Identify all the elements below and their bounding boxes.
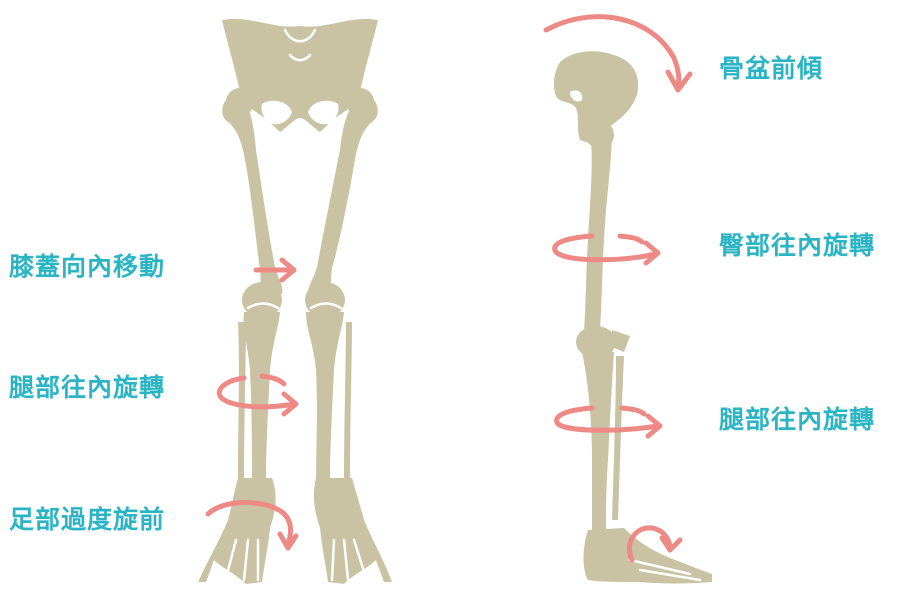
front-right-tibia — [306, 312, 344, 482]
front-right-foot — [314, 478, 392, 584]
side-skeleton — [554, 51, 712, 583]
front-leg-rotation-label: 腿部往內旋轉 — [9, 375, 165, 400]
side-femur — [584, 130, 612, 332]
front-skeleton — [198, 19, 392, 584]
side-leg-rotation-label: 腿部往內旋轉 — [719, 407, 875, 432]
hip-rotation-label: 臀部往內旋轉 — [719, 233, 875, 258]
pelvis-tilt-label: 骨盆前傾 — [719, 56, 823, 81]
side-tibia — [582, 352, 614, 532]
side-foot — [584, 528, 713, 584]
front-left-tibia — [244, 312, 280, 482]
knee-inward-label: 膝蓋向內移動 — [9, 254, 165, 279]
front-left-foot — [198, 478, 276, 584]
foot-pronation-label: 足部過度旋前 — [9, 507, 165, 532]
